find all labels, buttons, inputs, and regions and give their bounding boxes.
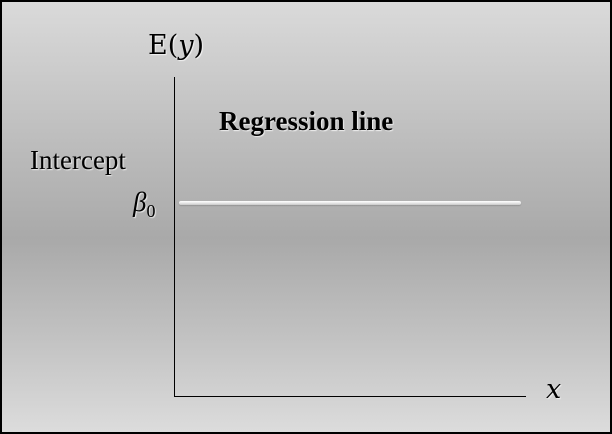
regression-line xyxy=(179,201,521,205)
beta-subscript: 0 xyxy=(146,201,156,221)
regression-line-title: Regression line xyxy=(219,106,394,136)
y-axis-label: E(y) xyxy=(148,30,204,61)
intercept-label: Intercept xyxy=(30,145,126,175)
y-axis xyxy=(174,77,175,397)
beta-zero-label: β0 xyxy=(133,187,156,221)
x-axis-label: x xyxy=(546,374,562,405)
y-axis-label-var: y xyxy=(178,30,194,61)
beta-symbol: β xyxy=(133,187,147,217)
x-axis xyxy=(174,396,526,397)
y-axis-label-suffix: ) xyxy=(193,30,205,61)
y-axis-label-prefix: E( xyxy=(148,30,179,61)
